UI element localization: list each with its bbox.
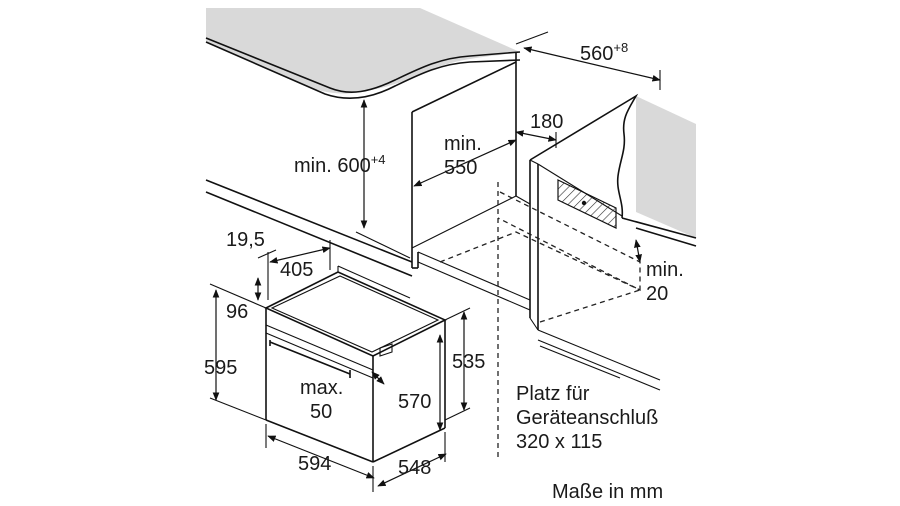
dim-depth-548: 548 (398, 457, 431, 479)
dim-offset-19-5: 19,5 (226, 229, 265, 251)
floor-lines (205, 179, 661, 391)
dim-cabinet-depth: 560+8 (580, 40, 628, 65)
dim-height-96: 96 (226, 301, 248, 323)
note-connection-line1: Platz für (516, 383, 590, 405)
dim-height-570: 570 (398, 391, 431, 413)
connection-space-dashed (439, 182, 641, 458)
note-connection-line3: 320 x 115 (516, 431, 602, 453)
note-connection-line2: Geräteanschluß (516, 407, 658, 429)
dim-width-405: 405 (280, 259, 313, 281)
dim-niche-depth: 550 (444, 157, 477, 179)
socket-area (557, 179, 617, 229)
dim-niche-depth-min: min. (444, 133, 482, 155)
oven (264, 265, 447, 463)
cabinet-niche (411, 52, 531, 311)
dim-niche-height: min. 600+4 (294, 152, 386, 177)
dim-min-20-label: min. (646, 259, 684, 281)
note-units: Maße in mm (552, 481, 663, 503)
dim-max-50: 50 (310, 401, 332, 423)
dim-width-594: 594 (298, 453, 331, 475)
dim-height-595: 595 (204, 357, 237, 379)
dimension-lines (209, 31, 661, 492)
dim-height-535: 535 (452, 351, 485, 373)
dim-max-label: max. (300, 377, 343, 399)
dim-vent-gap: 180 (530, 111, 563, 133)
dim-min-20-value: 20 (646, 283, 668, 305)
countertop (205, 8, 521, 99)
